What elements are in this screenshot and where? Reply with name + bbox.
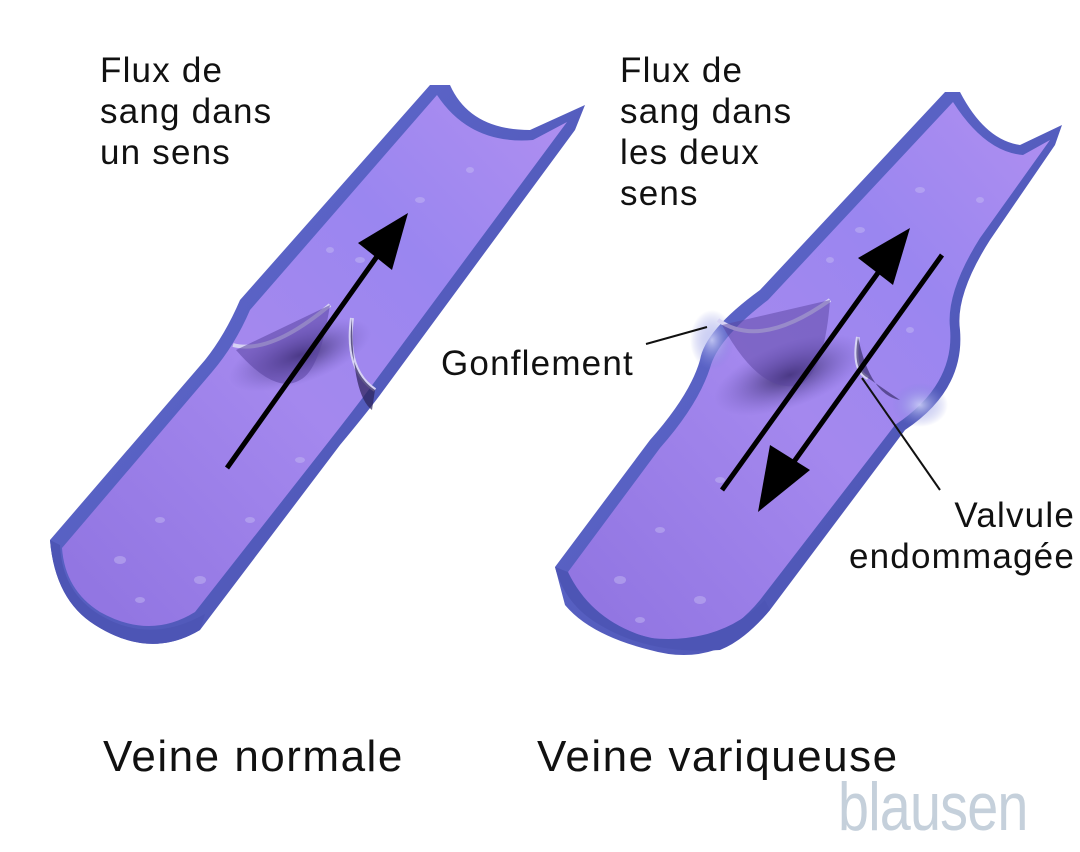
varicose-vein-caption: Veine variqueuse (537, 732, 899, 781)
valvule-leader-line (861, 377, 941, 491)
gonflement-callout: Gonflement (441, 344, 634, 383)
blausen-logo: blausen (838, 769, 1028, 845)
varicose-flow-arrow-up-icon (858, 228, 910, 285)
normal-flow-label: Flux de sang dans un sens (100, 51, 273, 172)
varicose-flow-arrow-up-shaft (719, 268, 883, 492)
varicose-flow-arrow-down-icon (758, 445, 810, 512)
gonflement-leader-line (645, 326, 708, 345)
normal-flow-arrow-shaft (224, 253, 381, 470)
normal-vein-caption: Veine normale (103, 732, 404, 781)
varicose-vein (555, 92, 1062, 655)
varicose-flow-label: Flux de sang dans les deux sens (620, 51, 793, 213)
varicose-flow-arrow-down-shaft (785, 253, 945, 472)
normal-flow-arrow-up-icon (358, 213, 408, 270)
normal-vein (50, 85, 585, 644)
valvule-endommagee-callout: Valvule endommagée (848, 496, 1075, 576)
